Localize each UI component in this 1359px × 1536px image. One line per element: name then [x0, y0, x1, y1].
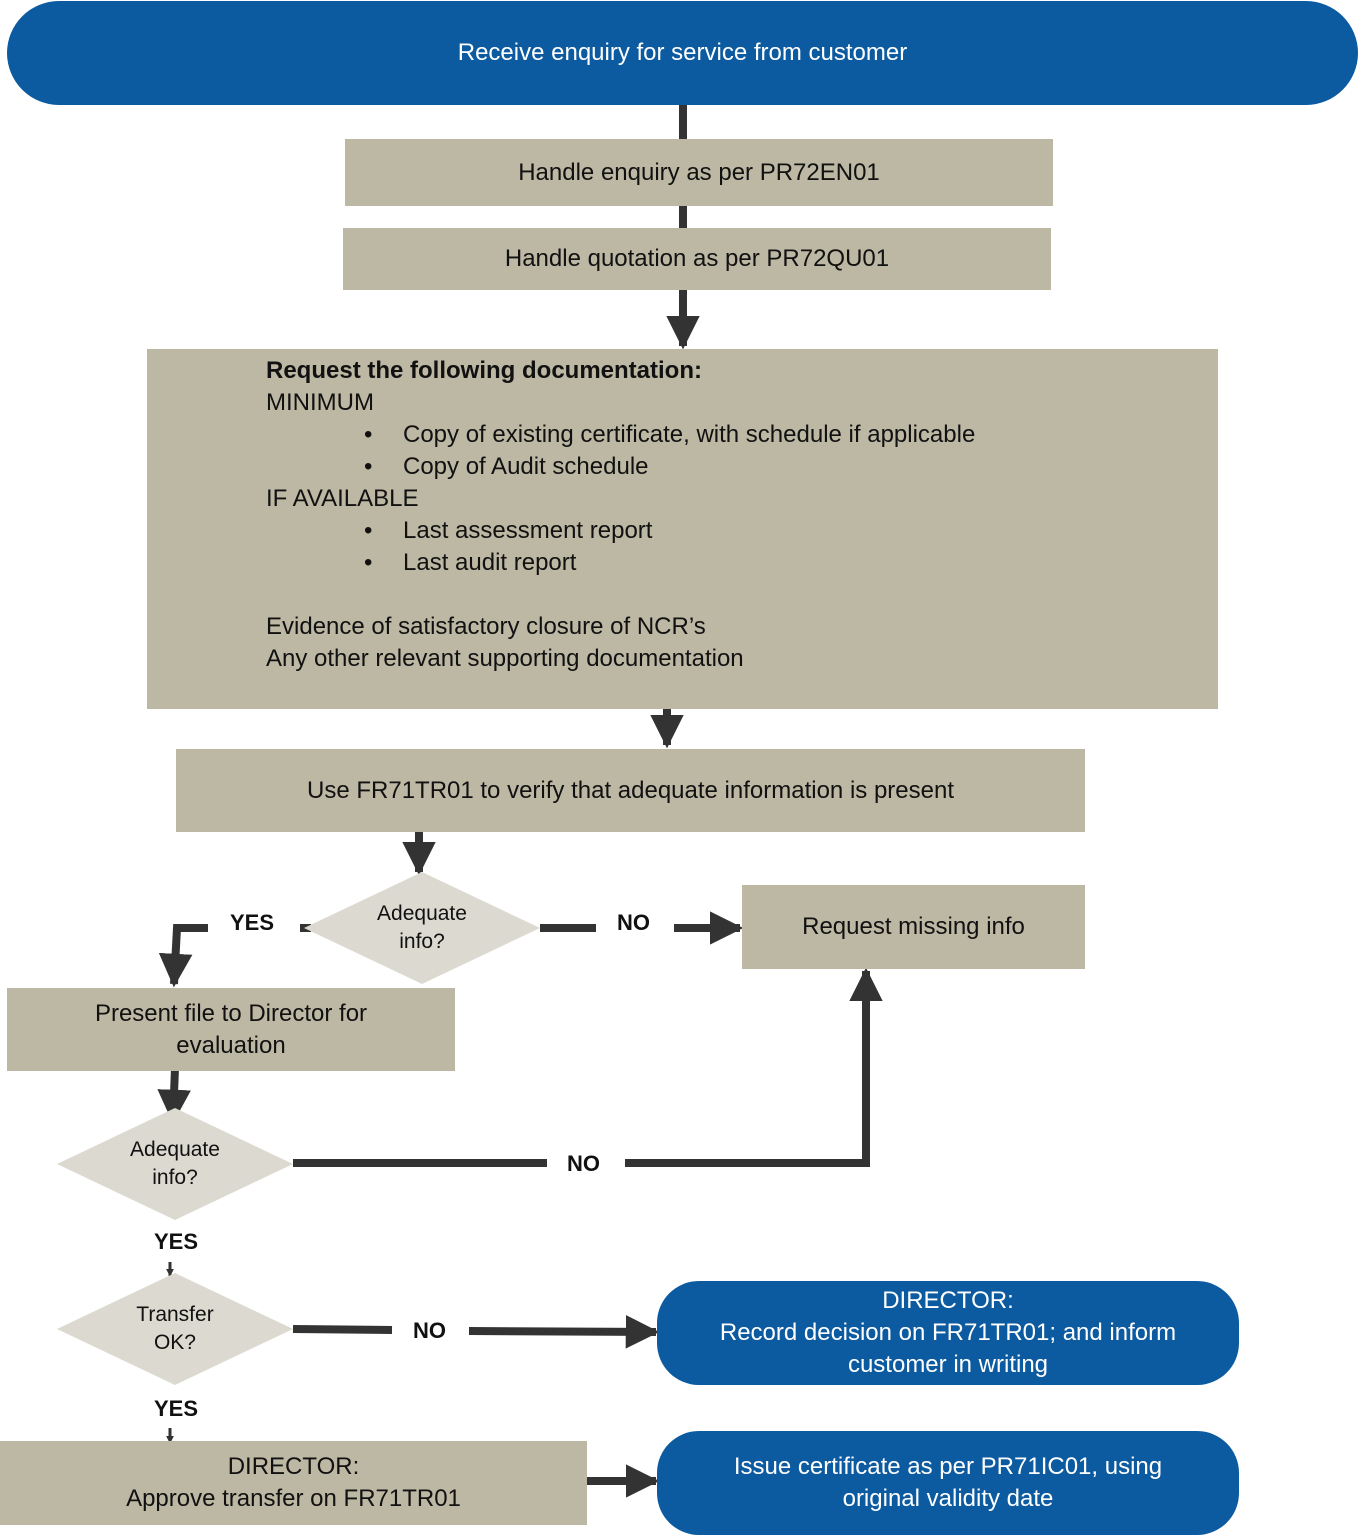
decision-text: info?	[399, 930, 445, 953]
present-text: evaluation	[176, 1031, 286, 1059]
decision-text: Adequate	[130, 1138, 220, 1161]
record-text: customer in writing	[847, 1351, 1049, 1378]
d2-no-label: NO	[563, 1151, 604, 1177]
issue-text: original validity date	[842, 1485, 1054, 1512]
minimum-label: MINIMUM	[266, 389, 374, 416]
decision-adequate-info-2: Adequate info?	[57, 1108, 293, 1220]
verify-box: Use FR71TR01 to verify that adequate inf…	[176, 749, 1085, 832]
record-text: Record decision on FR71TR01; and inform	[719, 1319, 1177, 1346]
approve-text: Approve transfer on FR71TR01	[126, 1485, 461, 1512]
start-text: Receive enquiry for service from custome…	[457, 39, 908, 66]
d3-yes-label: YES	[150, 1396, 203, 1422]
missing-info-text: Request missing info	[802, 913, 1025, 940]
decision-adequate-info-1: Adequate info?	[304, 872, 540, 984]
edge-decision3-no-a	[292, 1325, 393, 1334]
available-list: Last assessment report Last audit report	[266, 515, 1218, 579]
record-decision-terminal: DIRECTOR: Record decision on FR71TR01; a…	[657, 1281, 1239, 1385]
quotation-text: Handle quotation as per PR72QU01	[504, 245, 890, 272]
edge-decision3-no-b	[468, 1315, 660, 1349]
record-text: DIRECTOR:	[882, 1287, 1014, 1314]
edge-decision1-yes-b	[158, 924, 208, 988]
list-item: Copy of existing certificate, with sched…	[266, 419, 1218, 451]
d2-yes-label: YES	[150, 1229, 203, 1255]
decision-transfer-ok: Transfer OK?	[57, 1273, 293, 1385]
approve-text: DIRECTOR:	[227, 1453, 360, 1480]
issue-text: Issue certificate as per PR71IC01, using	[733, 1453, 1163, 1480]
start-terminal: Receive enquiry for service from custome…	[7, 1, 1358, 105]
present-text: Present file to Director for	[94, 999, 368, 1027]
decision-text: OK?	[153, 1331, 196, 1354]
enquiry-text: Handle enquiry as per PR72EN01	[518, 158, 880, 186]
documentation-heading: Request the following documentation:	[266, 357, 702, 384]
quotation-box: Handle quotation as per PR72QU01	[343, 228, 1051, 290]
extra-line: Any other relevant supporting documentat…	[266, 645, 744, 672]
missing-info-box: Request missing info	[742, 885, 1085, 969]
decision-text: info?	[152, 1166, 198, 1189]
decision-text: Transfer	[136, 1303, 214, 1326]
extra-line: Evidence of satisfactory closure of NCR’…	[266, 613, 706, 640]
edge-decision2-no-b	[625, 967, 883, 1167]
d3-no-label: NO	[409, 1318, 450, 1344]
minimum-list: Copy of existing certificate, with sched…	[266, 419, 1218, 483]
approve-transfer-box: DIRECTOR: Approve transfer on FR71TR01	[0, 1441, 587, 1525]
decision-text: Adequate	[377, 902, 467, 925]
verify-text: Use FR71TR01 to verify that adequate inf…	[307, 776, 954, 804]
present-file-box: Present file to Director for evaluation	[7, 988, 455, 1071]
list-item: Last assessment report	[266, 515, 1218, 547]
list-item: Copy of Audit schedule	[266, 451, 1218, 483]
d1-no-label: NO	[613, 910, 654, 936]
enquiry-box: Handle enquiry as per PR72EN01	[345, 139, 1053, 206]
documentation-box: Request the following documentation: MIN…	[147, 349, 1218, 709]
d1-yes-label: YES	[226, 910, 279, 936]
list-item: Last audit report	[266, 547, 1218, 579]
issue-certificate-terminal: Issue certificate as per PR71IC01, using…	[657, 1431, 1239, 1535]
available-label: IF AVAILABLE	[266, 485, 419, 512]
